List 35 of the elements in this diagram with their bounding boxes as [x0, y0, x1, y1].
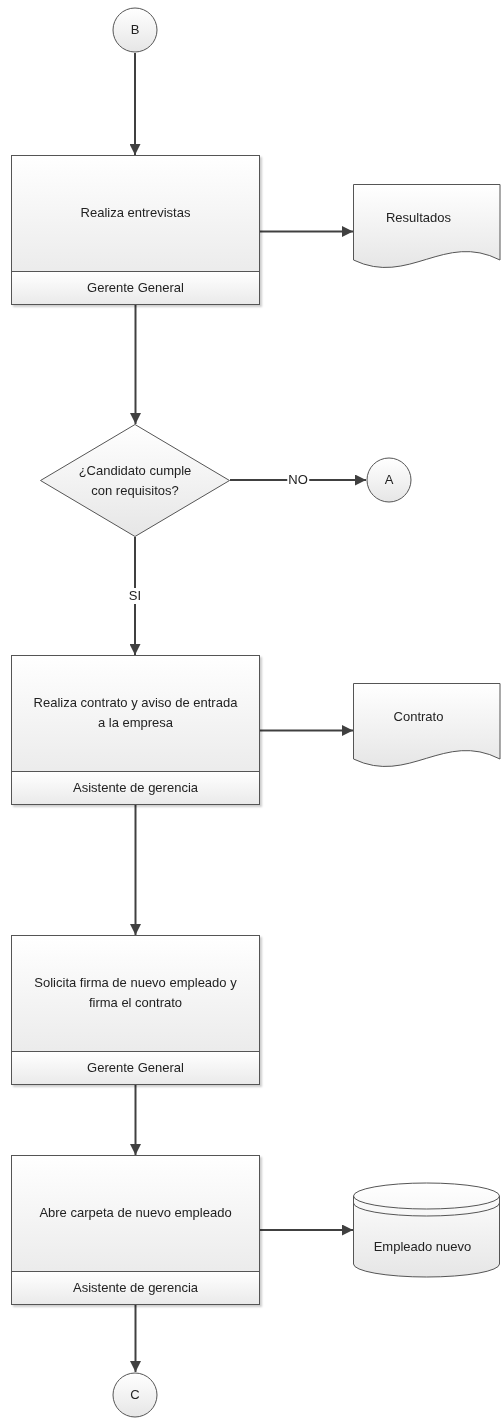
process-label: Abre carpeta de nuevo empleado	[39, 1203, 232, 1222]
arrow	[130, 804, 141, 936]
arrow	[130, 1084, 141, 1156]
node-label: C	[130, 1386, 140, 1404]
process-label: Solicita firma de nuevo empleado y firma el contrato	[33, 973, 238, 1012]
arrow	[129, 536, 141, 656]
process-box	[11, 655, 260, 805]
process-box	[11, 155, 260, 305]
arrow	[259, 1224, 354, 1236]
role-label: Gerente General	[12, 1051, 259, 1084]
process-box	[11, 1155, 260, 1305]
arrow	[229, 474, 367, 486]
role-label: Asistente de gerencia	[12, 1271, 259, 1304]
node-label: Contrato	[393, 708, 444, 726]
arrow	[259, 226, 354, 237]
role-label: Asistente de gerencia	[12, 771, 259, 804]
process-label: Realiza contrato y aviso de entrada a la empresa	[32, 693, 239, 732]
node-label: B	[130, 21, 140, 39]
decision-diamond	[40, 424, 230, 537]
arrow	[129, 52, 141, 156]
arrow	[130, 1304, 141, 1373]
arrow	[130, 304, 141, 425]
node-label: ¿Candidato cumple con requisitos?	[77, 461, 193, 500]
process-box	[11, 935, 260, 1085]
process-label: Realiza entrevistas	[80, 203, 191, 222]
edge-label: SI	[127, 588, 143, 604]
node-label: A	[384, 471, 394, 489]
node-label: Resultados	[385, 209, 451, 227]
connector-circle	[112, 1372, 158, 1418]
connector-circle	[366, 457, 412, 503]
database-cylinder	[353, 1182, 500, 1278]
arrow	[259, 725, 354, 736]
connector-circle	[112, 7, 158, 53]
node-label: Empleado nuevo	[373, 1238, 472, 1256]
role-label: Gerente General	[12, 271, 259, 304]
